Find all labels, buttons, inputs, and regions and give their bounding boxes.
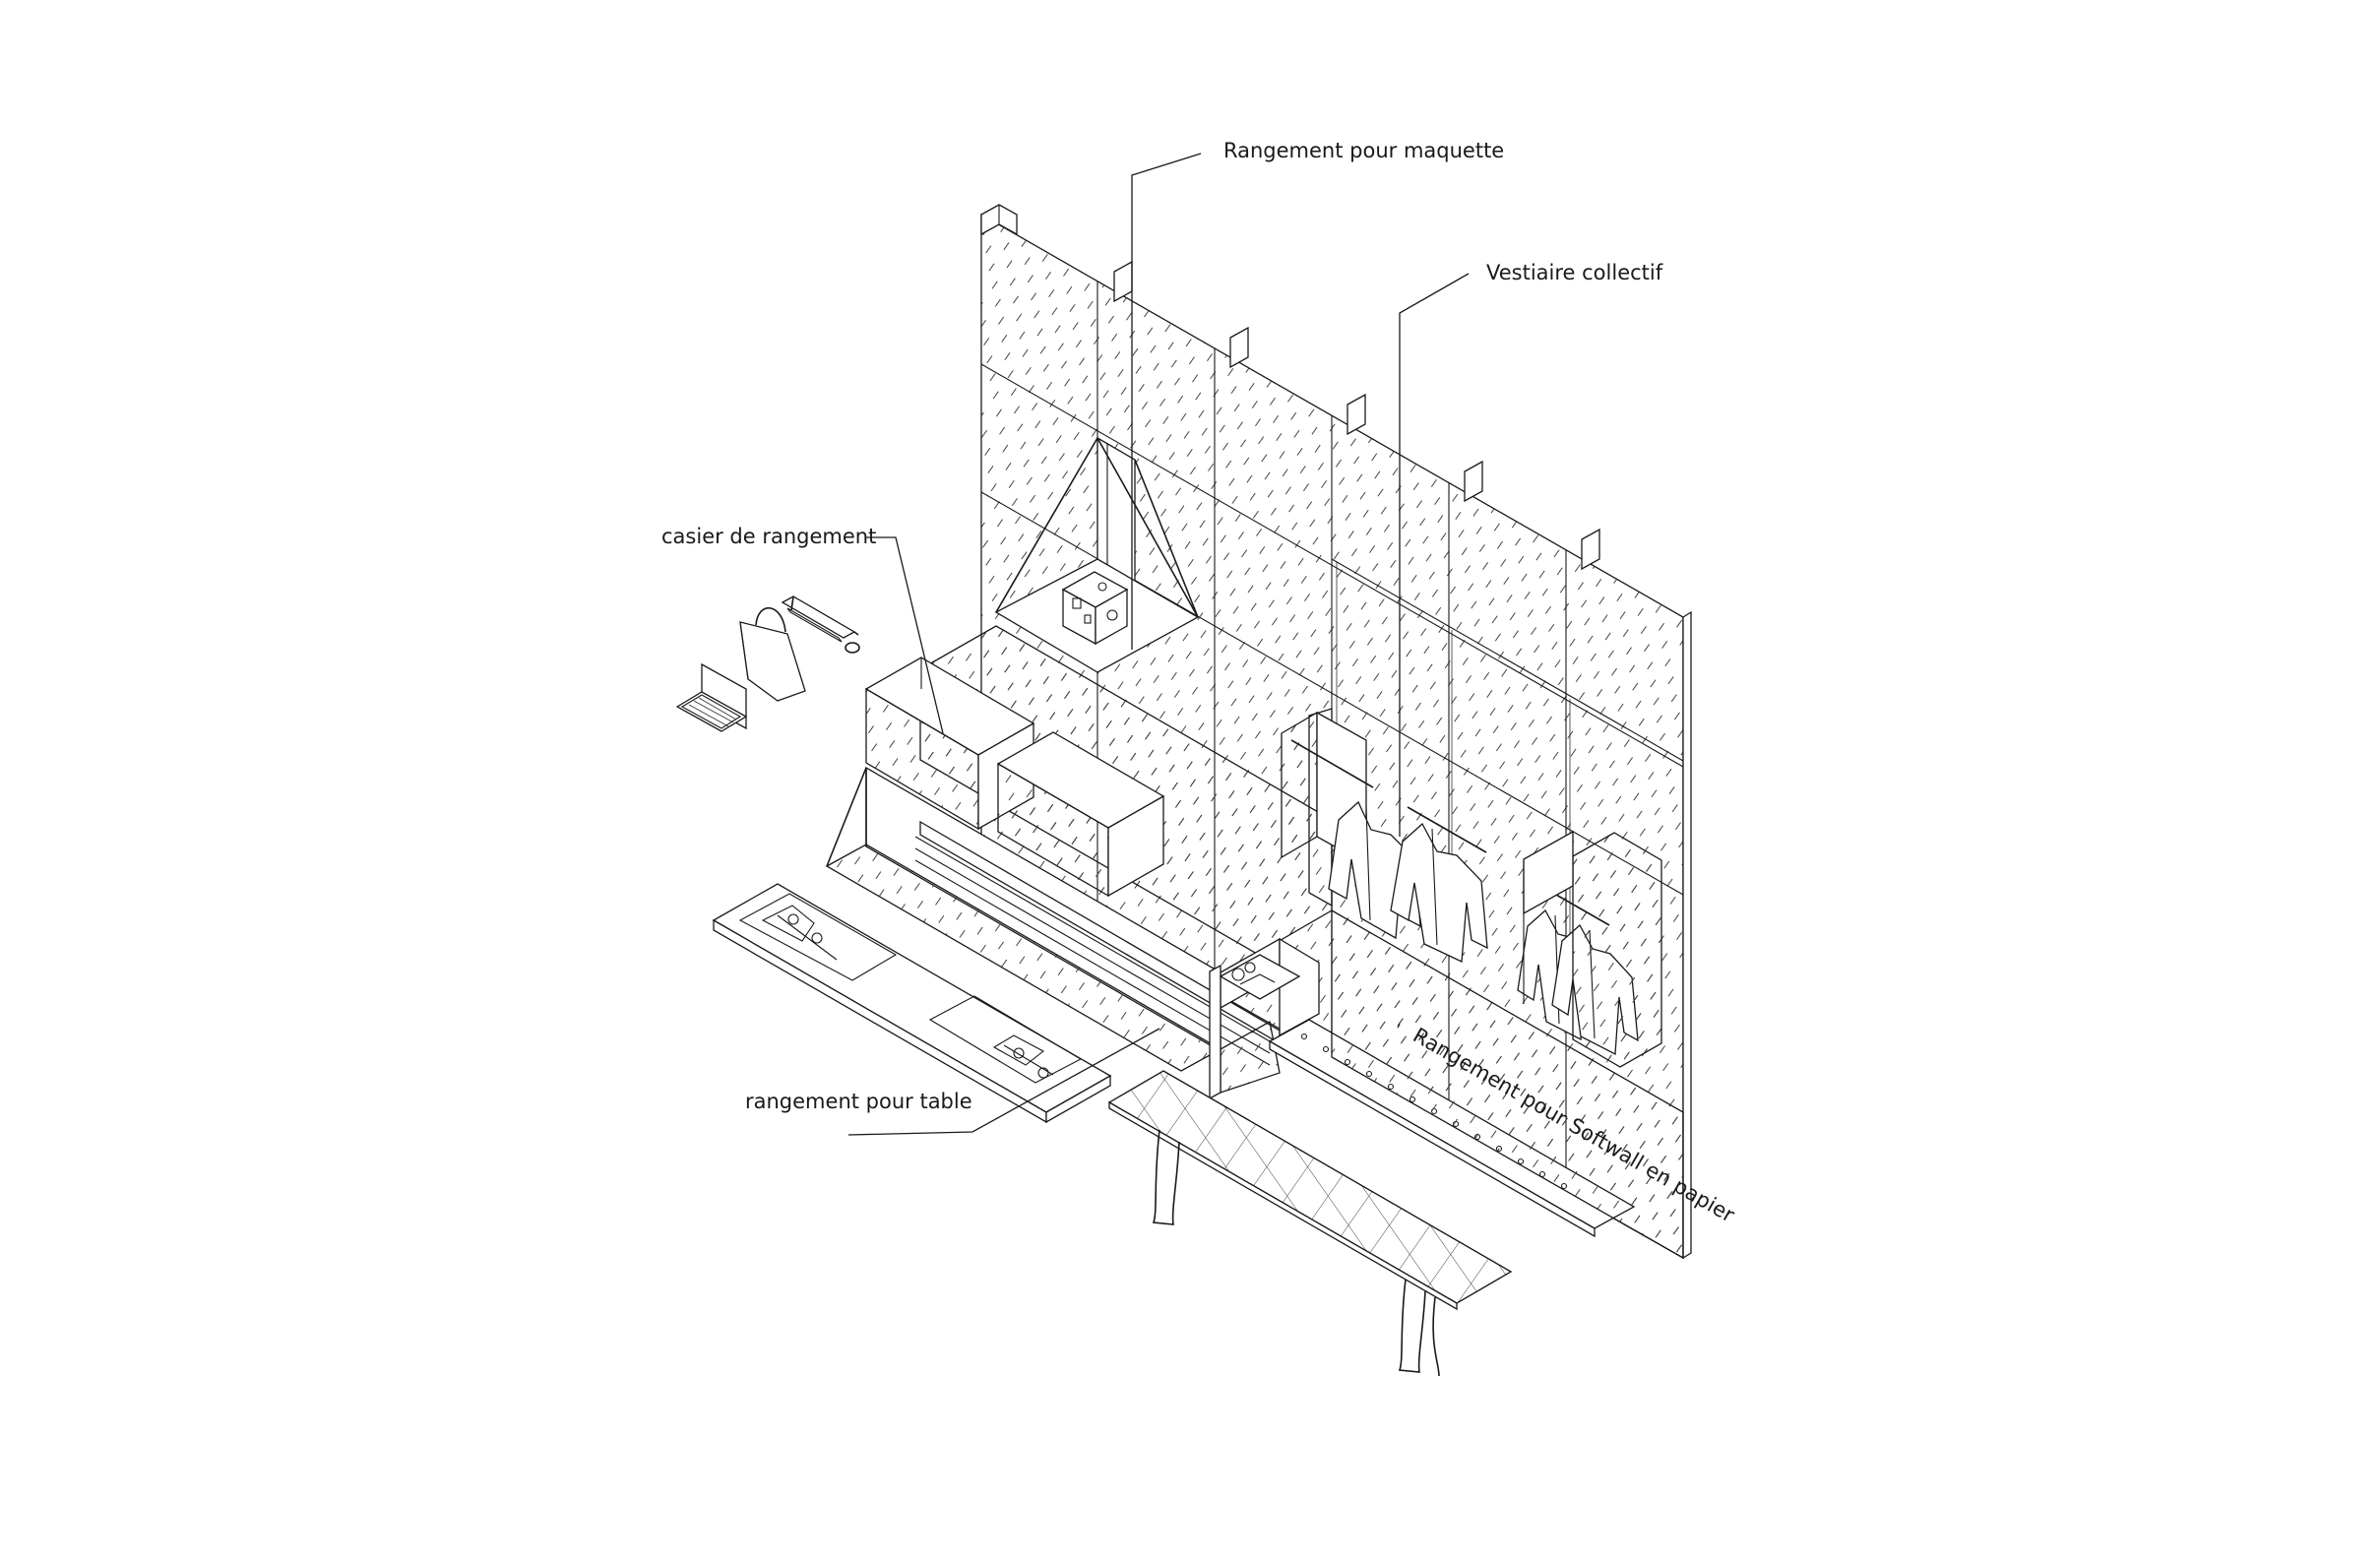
jacket-2 [1390, 822, 1488, 963]
leader-softwall [1397, 1023, 1401, 1029]
saw-icon [781, 595, 860, 654]
bag-icon [739, 606, 806, 702]
table [1107, 1070, 1513, 1377]
label-rangement-pour-table: rangement pour table [745, 1090, 972, 1113]
leader-maquette [1131, 153, 1202, 650]
maquette-display [994, 437, 1200, 673]
laptop-icon [675, 662, 748, 732]
leader-lines [847, 153, 1470, 1136]
leader-casier [866, 536, 944, 734]
table-storage-tray [712, 883, 1112, 1124]
storage-drawers [825, 625, 1333, 1100]
small-objects [675, 595, 860, 732]
collective-wardrobe [1281, 711, 1684, 1260]
leader-vestiaire [1399, 273, 1470, 837]
label-casier-de-rangement: casier de rangement [661, 525, 876, 548]
wall-posts [980, 204, 1600, 571]
leader-table [847, 1028, 1160, 1136]
label-vestiaire-collectif: Vestiaire collectif [1486, 261, 1663, 284]
label-rangement-maquette: Rangement pour maquette [1223, 139, 1504, 162]
